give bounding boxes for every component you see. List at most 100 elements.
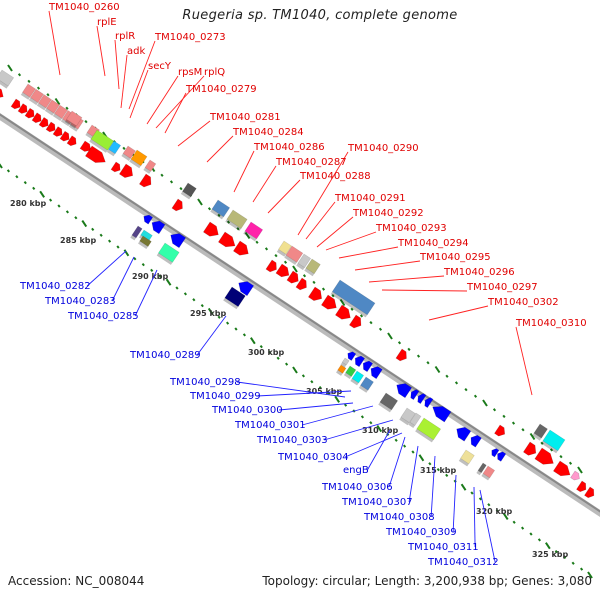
forward-arrow [232, 240, 249, 256]
forward-arrow [45, 121, 56, 133]
gene-box [343, 365, 357, 380]
gene-label-tm1040-0307[interactable]: TM1040_0307 [341, 497, 413, 508]
gene-label-tm1040-0273[interactable]: TM1040_0273 [154, 32, 226, 43]
gene-label-tm1040-0293[interactable]: TM1040_0293 [375, 223, 447, 234]
gene-box [223, 286, 246, 310]
forward-arrow [395, 348, 407, 362]
ribosomal-protein-box [52, 104, 68, 122]
gene-box [276, 240, 292, 257]
leader-line [305, 201, 336, 240]
leader-line [129, 69, 149, 119]
gene-box [156, 242, 180, 265]
scale-tick-label: 290 kbp [132, 272, 169, 281]
gene-box [378, 392, 399, 413]
gene-label-tm1040-0306[interactable]: TM1040_0306 [321, 482, 393, 493]
inner-tick [192, 298, 196, 302]
reverse-arrow [347, 351, 357, 361]
gene-label-rplr[interactable]: rplR [115, 31, 135, 42]
gene-label-tm1040-0284[interactable]: TM1040_0284 [232, 127, 304, 138]
leader-line [237, 381, 346, 398]
gene-label-tm1040-0309[interactable]: TM1040_0309 [385, 527, 457, 538]
outer-tick [122, 146, 126, 151]
inner-tick [141, 262, 145, 267]
gene-label-tm1040-0303[interactable]: TM1040_0303 [256, 435, 328, 446]
inner-tick [150, 268, 154, 273]
outer-tick [244, 231, 251, 240]
reverse-arrow [491, 448, 500, 458]
gene-label-tm1040-0304[interactable]: TM1040_0304 [277, 452, 349, 463]
reverse-arrow [417, 393, 427, 405]
outer-tick [255, 240, 259, 244]
gene-label-tm1040-0282[interactable]: TM1040_0282 [19, 281, 91, 292]
secY-box [89, 129, 115, 153]
gene-box [64, 110, 83, 129]
inner-tick [327, 391, 331, 396]
gene-label-rple[interactable]: rplE [97, 17, 117, 28]
gene-label-engb[interactable]: engB [343, 465, 369, 476]
inner-tick [470, 491, 474, 495]
inner-tick [107, 239, 112, 243]
inner-tick [587, 571, 593, 579]
outer-tick [473, 394, 478, 398]
gene-label-tm1040-0298[interactable]: TM1040_0298 [169, 377, 241, 388]
gene-label-secy[interactable]: secY [148, 61, 172, 72]
outer-tick [331, 294, 335, 298]
outer-tick [236, 227, 240, 231]
gene-label-tm1040-0310[interactable]: TM1040_0310 [515, 318, 587, 329]
inner-tick [123, 249, 130, 257]
backbone-edge [0, 113, 600, 513]
gene-label-tm1040-0287[interactable]: TM1040_0287 [275, 157, 347, 168]
outer-tick [283, 260, 288, 264]
outer-tick [559, 454, 563, 459]
accession-text: Accession: NC_008044 [8, 574, 145, 588]
gene-label-tm1040-0291[interactable]: TM1040_0291 [334, 193, 406, 204]
gene-label-tm1040-0290[interactable]: TM1040_0290 [347, 143, 419, 154]
gene-label-tm1040-0281[interactable]: TM1040_0281 [209, 112, 281, 123]
gene-box [225, 209, 248, 232]
gene-label-tm1040-0283[interactable]: TM1040_0283 [44, 296, 116, 307]
gene-label-tm1040-0288[interactable]: TM1040_0288 [299, 171, 371, 182]
inner-tick [133, 257, 137, 261]
reverse-arrow [424, 397, 434, 409]
gene-label-tm1040-0302[interactable]: TM1040_0302 [487, 297, 559, 308]
gene-label-tm1040-0286[interactable]: TM1040_0286 [253, 142, 325, 153]
leader-line [297, 151, 349, 236]
scale-tick-label: 295 kbp [190, 309, 227, 318]
inner-tick [563, 555, 567, 560]
gene-label-rpsm[interactable]: rpsM [178, 67, 202, 78]
gene-label-tm1040-0295[interactable]: TM1040_0295 [419, 252, 491, 263]
gene-label-tm1040-0292[interactable]: TM1040_0292 [352, 208, 424, 219]
outer-tick [549, 448, 554, 452]
gene-label-tm1040-0297[interactable]: TM1040_0297 [466, 282, 538, 293]
gene-label-tm1040-0294[interactable]: TM1040_0294 [397, 238, 469, 249]
gene-box [358, 376, 374, 393]
forward-arrow [552, 460, 571, 477]
gene-label-tm1040-0300[interactable]: TM1040_0300 [211, 405, 283, 416]
gene-label-tm1040-0289[interactable]: TM1040_0289 [129, 350, 201, 361]
gene-label-tm1040-0311[interactable]: TM1040_0311 [407, 542, 479, 553]
gene-box [481, 465, 496, 481]
forward-arrow [17, 103, 28, 114]
gene-label-tm1040-0296[interactable]: TM1040_0296 [443, 267, 515, 278]
inner-tick [376, 425, 383, 433]
outer-tick [482, 399, 488, 407]
leader-line [86, 250, 127, 287]
gene-labels[interactable]: TM1040_0260 rplE rplR adk TM1040_0273 secY rps… [19, 2, 587, 568]
gene-label-tm1040-0301[interactable]: TM1040_0301 [234, 420, 306, 431]
gene-label-tm1040-0299[interactable]: TM1040_0299 [189, 391, 261, 402]
gene-label-tm1040-0260[interactable]: TM1040_0260 [48, 2, 120, 13]
gene-label-tm1040-0308[interactable]: TM1040_0308 [363, 512, 435, 523]
outer-tick [46, 93, 50, 97]
gene-label-tm1040-0279[interactable]: TM1040_0279 [185, 84, 257, 95]
gene-box [399, 407, 416, 426]
gene-label-adk[interactable]: adk [127, 46, 145, 57]
gene-label-rplq[interactable]: rplQ [204, 67, 225, 78]
gene-label-tm1040-0312[interactable]: TM1040_0312 [427, 557, 499, 568]
forward-arrow [307, 286, 323, 301]
forward-arrow [320, 294, 337, 310]
gene-label-tm1040-0285[interactable]: TM1040_0285 [67, 311, 139, 322]
scale-tick-label: 280 kbp [10, 199, 47, 208]
inner-tick [369, 421, 373, 425]
forward-arrow [110, 161, 121, 173]
forward-arrow [0, 85, 4, 99]
